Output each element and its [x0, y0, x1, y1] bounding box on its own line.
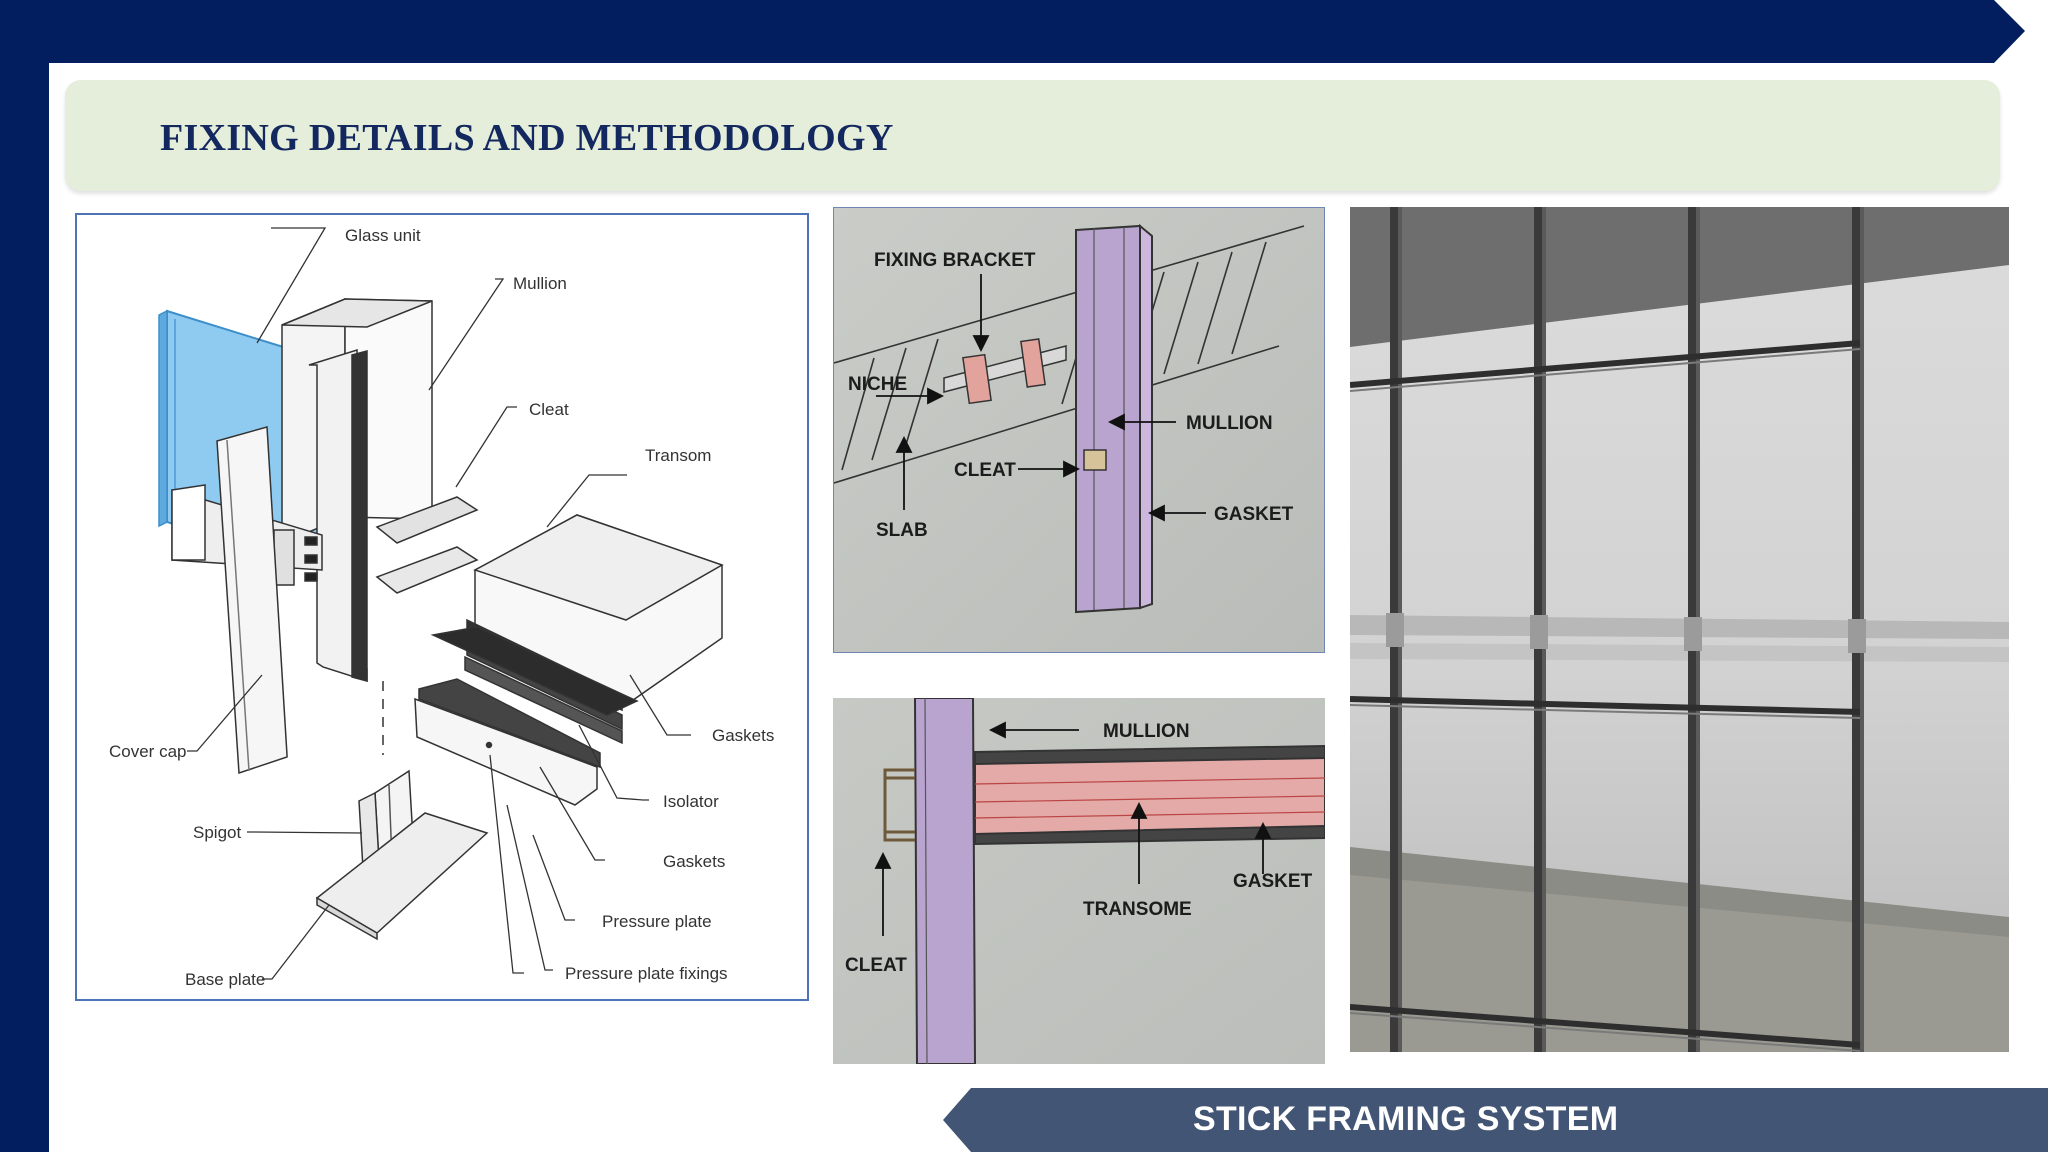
- cover-cap-shape: [216, 426, 288, 775]
- sketch2-label-gasket: GASKET: [1233, 871, 1313, 892]
- sketch-mullion: [1075, 224, 1141, 614]
- sketch2-label-mullion: MULLION: [1103, 721, 1190, 742]
- render-transom-1: [1350, 340, 1861, 388]
- isolator-shape: [430, 626, 639, 716]
- sketch-fixing-bracket-plate: [962, 353, 992, 405]
- footer-title: STICK FRAMING SYSTEM: [1193, 1100, 1619, 1138]
- sketch-label-cleat: CLEAT: [954, 460, 1016, 481]
- label-mullion: Mullion: [513, 274, 567, 293]
- sketch-label-mullion: MULLION: [1186, 413, 1273, 434]
- sketch-label-fixing-bracket: FIXING BRACKET: [874, 250, 1036, 271]
- sketch-fixing-bracket: FIXING BRACKET NICHE MULLION CLEAT GASKE…: [833, 207, 1325, 653]
- title-box: FIXING DETAILS AND METHODOLOGY: [65, 80, 2000, 191]
- label-gaskets-top: Gaskets: [712, 726, 774, 745]
- label-base-plate: Base plate: [185, 970, 265, 989]
- label-pressure-plate: Pressure plate: [602, 912, 712, 931]
- sketch-cleat: [1083, 449, 1107, 471]
- sketch2-label-transome: TRANSOME: [1083, 899, 1192, 920]
- sketch-label-slab: SLAB: [876, 520, 928, 541]
- exploded-diagram: Glass unit Mullion Cleat Transom Gaskets…: [75, 213, 809, 1001]
- render-transom-3: [1350, 1004, 1861, 1048]
- stick-frame-render: [1350, 207, 2009, 1052]
- sketch-label-niche: NICHE: [848, 374, 907, 395]
- label-pressure-plate-fixings: Pressure plate fixings: [565, 964, 728, 983]
- sketch-mullion-2: [913, 698, 977, 1064]
- label-transom: Transom: [645, 446, 711, 465]
- label-spigot: Spigot: [193, 823, 241, 842]
- sketch-transome: MULLION TRANSOME GASKET CLEAT: [833, 698, 1325, 1064]
- label-gaskets-bottom: Gaskets: [663, 852, 725, 871]
- label-glass-unit: Glass unit: [345, 226, 421, 245]
- sketch-cleat-2: [883, 768, 915, 842]
- left-banner: [0, 0, 49, 1152]
- label-cover-cap: Cover cap: [109, 742, 186, 761]
- pressure-plate-shape: [414, 697, 598, 806]
- slide-title: FIXING DETAILS AND METHODOLOGY: [160, 117, 894, 159]
- sketch2-label-cleat: CLEAT: [845, 955, 907, 976]
- sketch-transome-member: [974, 750, 1325, 840]
- render-transom-2: [1350, 696, 1861, 715]
- label-isolator: Isolator: [663, 792, 719, 811]
- sketch-label-gasket: GASKET: [1214, 504, 1294, 525]
- top-banner: [0, 0, 2025, 63]
- footer-banner: STICK FRAMING SYSTEM: [943, 1088, 2048, 1152]
- label-cleat: Cleat: [529, 400, 569, 419]
